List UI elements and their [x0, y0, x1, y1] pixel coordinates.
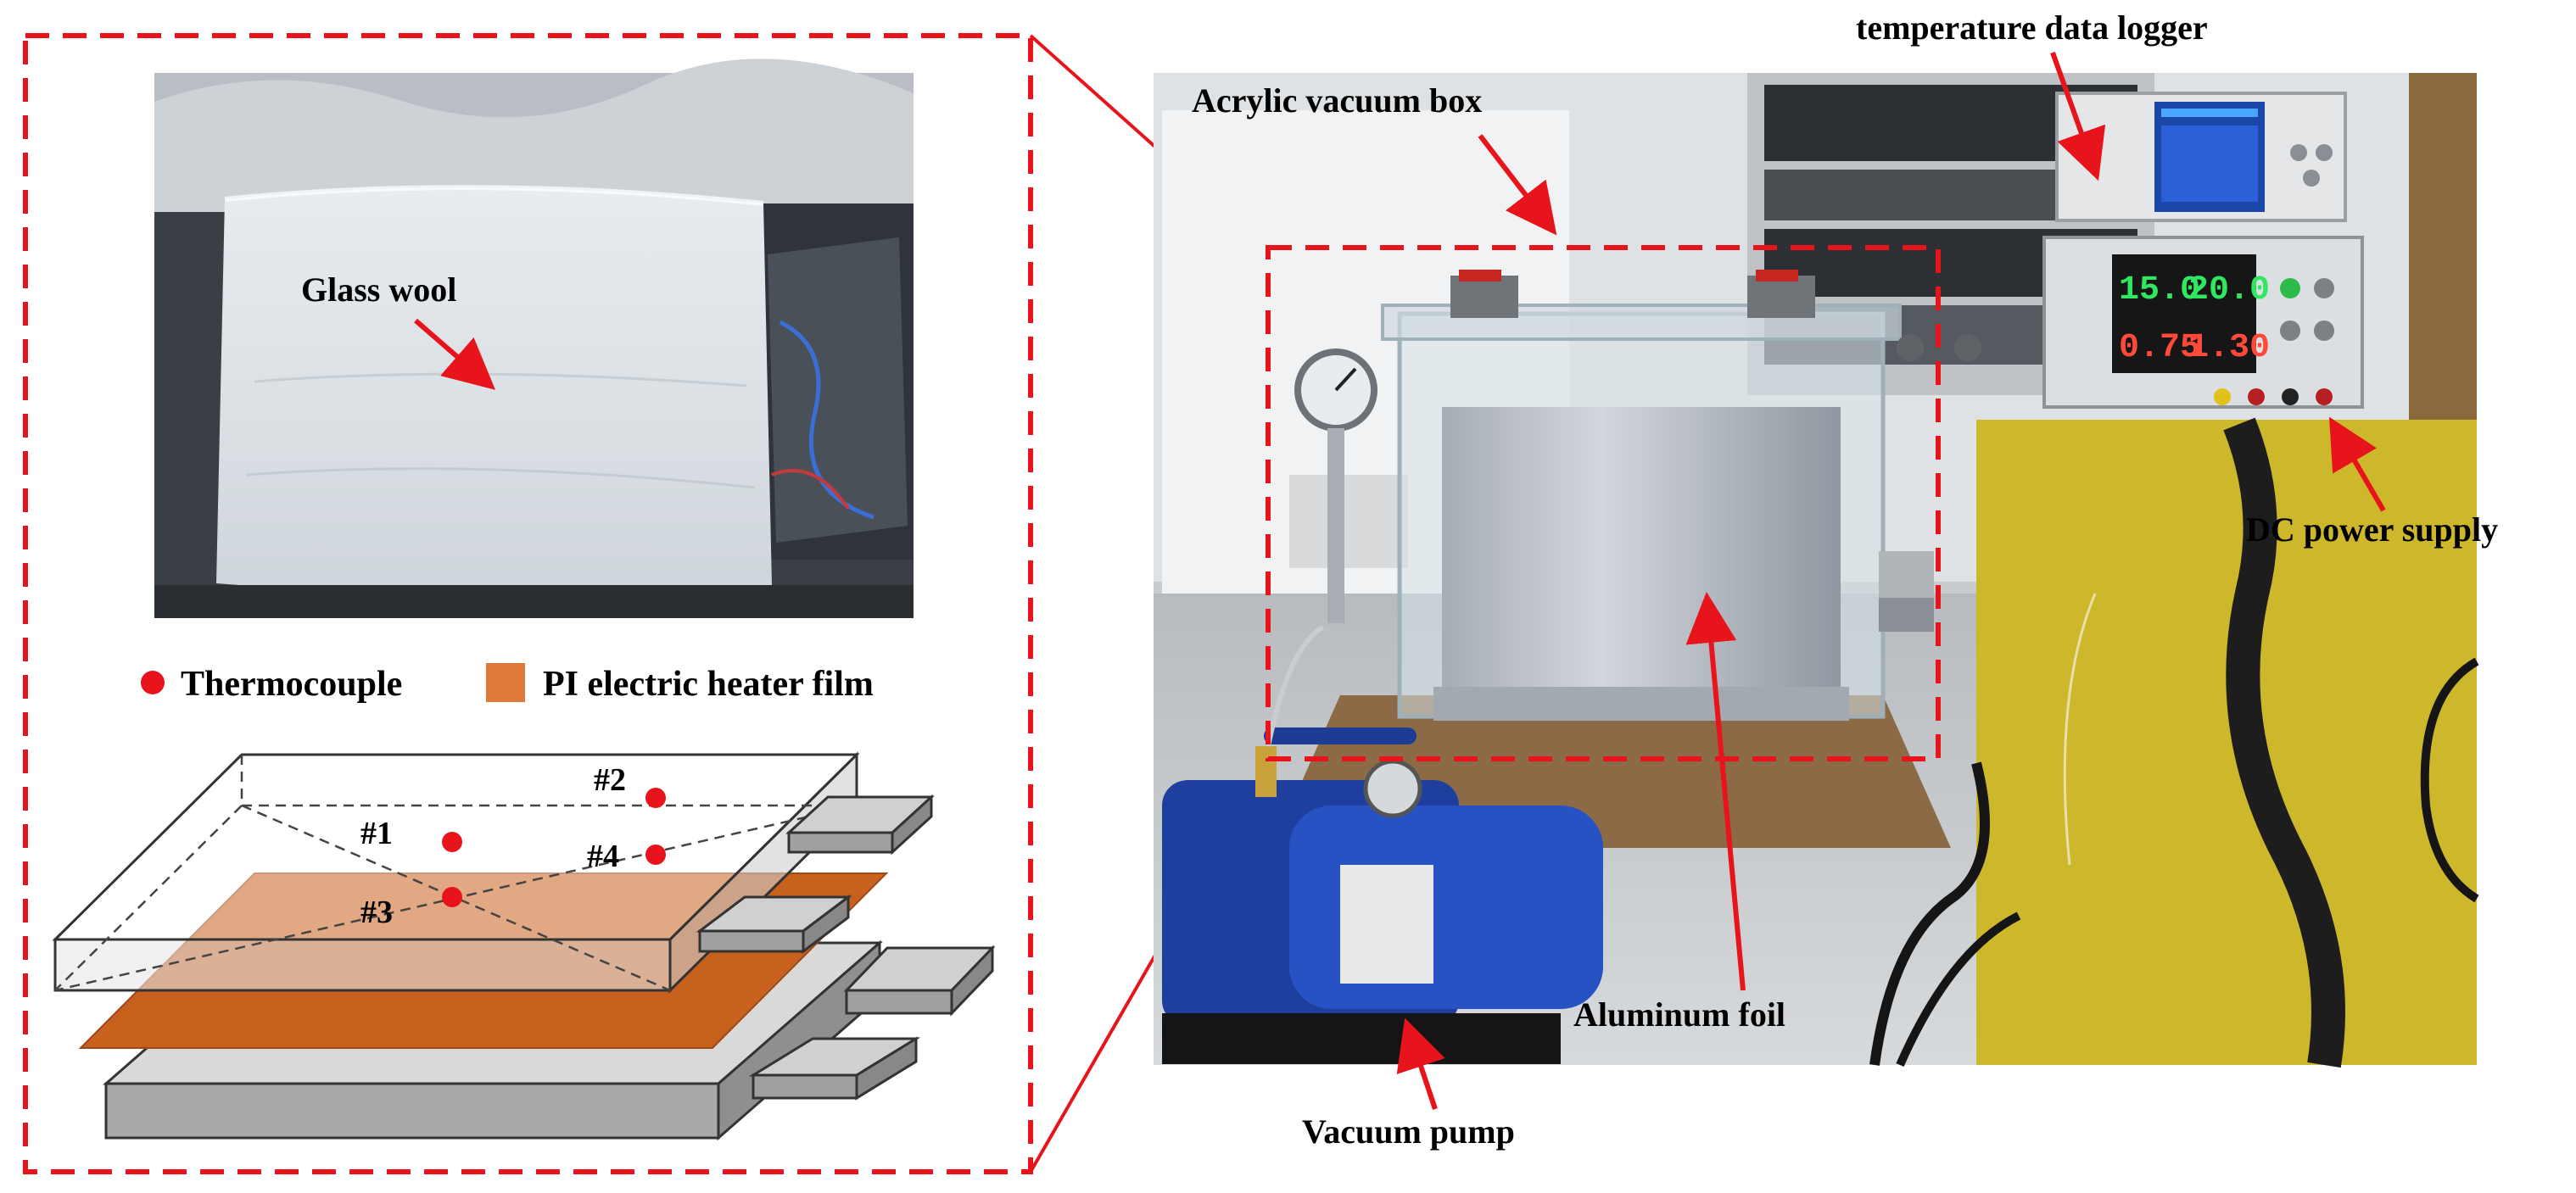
psu-voltage-display: 15.0 — [2119, 271, 2200, 309]
vacuum-pump-device — [1162, 625, 1603, 1064]
data-logger-arrow — [2050, 51, 2106, 181]
heater-legend-swatch — [486, 663, 525, 702]
aluminum-foil-arrow — [1685, 592, 1746, 991]
psu-voltage-display-2: 20.0 — [2188, 271, 2270, 309]
power-supply-label: DC power supply — [2246, 510, 2498, 549]
thermocouple-2-label: #2 — [594, 762, 626, 798]
data-logger-label: temperature data logger — [1856, 8, 2208, 47]
aluminum-foil-lining — [1442, 407, 1841, 687]
thermocouple-legend-label: Thermocouple — [181, 665, 402, 704]
thermocouple-1-marker — [442, 832, 462, 852]
vacuum-pump-arrow — [1396, 1017, 1445, 1110]
thermocouple-1-label: #1 — [360, 816, 393, 851]
power-supply-arrow — [2328, 416, 2386, 512]
aluminum-foil-label: Aluminum foil — [1573, 995, 1785, 1034]
layer-stack-diagram: #1 #2 #3 #4 — [52, 751, 996, 1141]
glass-wool-photo — [154, 59, 914, 618]
glass-wool-arrow — [414, 318, 496, 390]
thermocouple-3-label: #3 — [360, 895, 393, 930]
legend: Thermocouple PI electric heater film — [141, 663, 874, 704]
vacuum-box-highlight — [1266, 245, 1941, 761]
data-logger-device — [2055, 92, 2347, 222]
thermocouple-4-label: #4 — [587, 839, 619, 874]
thermocouple-legend-marker — [141, 671, 165, 694]
vacuum-pump-label: Vacuum pump — [1302, 1112, 1515, 1151]
braided-cable — [2223, 417, 2345, 1068]
yellow-board — [1976, 420, 2477, 1065]
psu-current-display: 0.75 — [2119, 329, 2200, 367]
thermocouple-4-marker — [645, 845, 666, 865]
top-plate — [52, 751, 935, 994]
acrylic-box-label: Acrylic vacuum box — [1192, 81, 1482, 120]
psu-current-display-2: 1.30 — [2188, 329, 2270, 367]
thermocouple-2-marker — [645, 788, 666, 808]
acrylic-box-arrow — [1478, 134, 1557, 236]
thermocouple-3-marker — [442, 887, 462, 907]
left-panel-dashed-frame — [23, 33, 1033, 1174]
dc-power-supply-device: 15.0 20.0 0.75 1.30 — [2042, 236, 2364, 409]
setup-photo: 15.0 20.0 0.75 1.30 — [1154, 73, 2479, 1068]
glass-wool-label: Glass wool — [301, 270, 456, 309]
heater-legend-label: PI electric heater film — [543, 665, 874, 704]
